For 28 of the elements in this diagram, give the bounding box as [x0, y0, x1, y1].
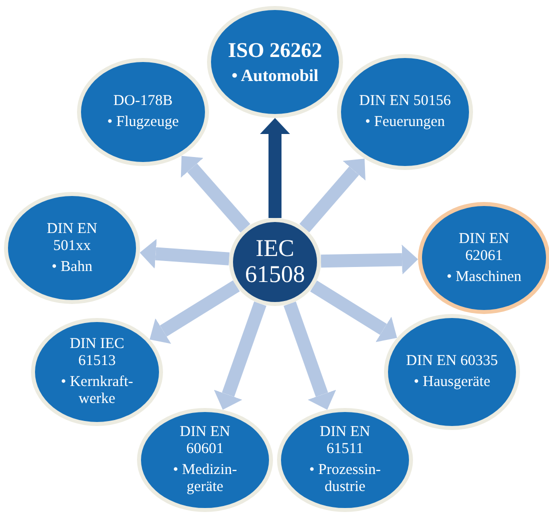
standard-name: DIN EN 62061: [458, 230, 510, 264]
block-arrow: [150, 280, 240, 344]
application-field: • Feuerungen: [365, 114, 445, 131]
standard-name: DO-178B: [113, 93, 173, 110]
standard-name: DIN IEC 61513: [68, 336, 126, 370]
application-field: • Flugzeuge: [107, 114, 179, 131]
standard-name: IEC 61508: [244, 236, 306, 288]
standard-name: DIN EN 61511: [318, 424, 372, 458]
application-field: • Medizin- geräte: [164, 462, 246, 496]
block-arrow: [214, 302, 266, 410]
application-field: • Maschinen: [446, 268, 522, 286]
standard-name: DIN EN 60601: [178, 424, 232, 458]
block-arrow: [299, 158, 366, 232]
standard-name: DIN EN 501xx: [46, 220, 98, 254]
standard-name: ISO 26262: [228, 39, 322, 62]
application-field: • Automobil: [232, 66, 318, 85]
application-field: • Kernkraft- werke: [56, 374, 138, 408]
block-arrow: [140, 238, 230, 269]
hub-ellipse: [229, 218, 321, 306]
application-field: • Bahn: [52, 258, 92, 276]
block-arrow: [260, 118, 290, 218]
block-arrow: [310, 280, 398, 342]
block-arrow: [180, 156, 250, 233]
block-arrow: [320, 244, 418, 275]
standard-name: DIN EN 60335: [406, 353, 498, 370]
application-field: • Hausgeräte: [414, 374, 490, 391]
application-field: • Prozessin- dustrie: [304, 462, 386, 496]
standard-name: DIN EN 50156: [359, 93, 451, 110]
